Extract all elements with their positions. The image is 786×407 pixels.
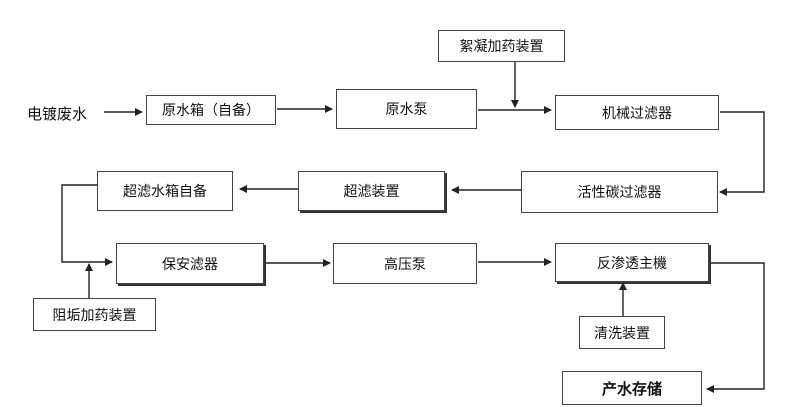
node-ro-unit: 反渗透主機 [555, 243, 709, 282]
node-raw-pump: 原水泵 [336, 89, 477, 129]
node-flocculant-dosing: 絮凝加药装置 [438, 30, 565, 62]
node-antiscalant-dosing: 阻垢加药装置 [33, 298, 156, 331]
node-uf-tank: 超滤水箱自备 [97, 171, 233, 211]
node-product-storage: 产水存储 [562, 371, 702, 405]
node-mech-filter: 机械过滤器 [555, 95, 719, 130]
node-raw-tank: 原水箱（自备） [146, 95, 276, 125]
node-carbon-filter: 活性碳过滤器 [521, 171, 718, 213]
arrow-ro-to-storage [706, 262, 765, 393]
node-security-filter: 保安滤器 [116, 243, 264, 284]
source-label: 电镀废水 [27, 105, 88, 123]
arrow-tank-to-security [61, 184, 113, 266]
arrow-mech-to-carbon [719, 111, 765, 196]
node-hp-pump: 高压泵 [333, 243, 477, 284]
node-cleaning-device: 清洗装置 [579, 316, 665, 349]
node-uf-device: 超滤装置 [298, 171, 445, 211]
